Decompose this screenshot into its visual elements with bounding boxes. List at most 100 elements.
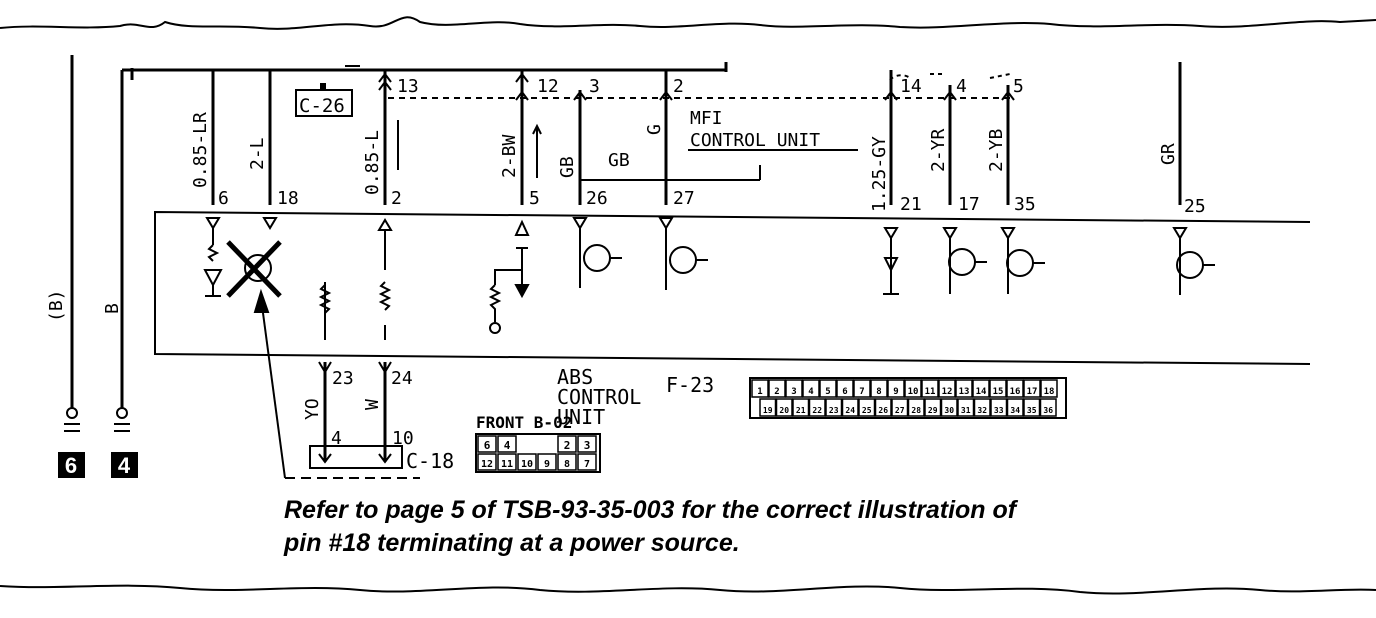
small-connector-bottom-pin-8-label: 8 bbox=[564, 459, 570, 470]
small-connector-top-pin-3-label: 3 bbox=[584, 439, 591, 452]
small-connector-top-pin-6-label: 6 bbox=[484, 439, 491, 452]
mfi-unit-label-2: CONTROL UNIT bbox=[690, 130, 820, 151]
f23-pin-36-label: 36 bbox=[1043, 406, 1053, 415]
abs-pin-24: 24 bbox=[391, 368, 413, 389]
mfi-pin-12: 12 bbox=[537, 76, 559, 97]
ground-badge-4 bbox=[111, 452, 138, 478]
f23-pin-23-cell bbox=[825, 398, 843, 417]
f23-pin-22-cell bbox=[808, 398, 826, 417]
front-label: FRONT B-02 bbox=[476, 413, 572, 432]
wire-label-b-paren: (B) bbox=[46, 289, 67, 322]
small-connector-bottom-pin-8-cell bbox=[557, 453, 577, 471]
f23-pin-27-label: 27 bbox=[895, 406, 905, 415]
torn-edge-top bbox=[0, 16, 1376, 30]
small-connector-bottom-pin-9-cell bbox=[537, 453, 557, 471]
f23-pin-21-cell bbox=[792, 398, 810, 417]
f23-connector-outline bbox=[749, 377, 1067, 419]
small-connector-bottom-pin-11-cell bbox=[497, 453, 517, 471]
mfi-pin-arrows bbox=[378, 72, 1015, 135]
wire-0.85-lr: 0.85-LR bbox=[190, 112, 211, 188]
small-connector-bottom-pin-11-label: 11 bbox=[501, 459, 513, 470]
f23-pin-19-label: 19 bbox=[763, 406, 773, 415]
small-connector-bottom-pin-12-cell bbox=[477, 453, 497, 471]
mfi-pin-3: 3 bbox=[589, 76, 600, 97]
f23-pin-33-label: 33 bbox=[994, 406, 1004, 415]
small-connector-top-pin-2-cell bbox=[557, 435, 577, 453]
f23-pin-7-cell bbox=[853, 379, 871, 398]
f23-pin-1-label: 1 bbox=[757, 387, 762, 397]
f23-pin-4-cell bbox=[802, 379, 820, 398]
wire-2-yb: 2-YB bbox=[986, 129, 1007, 172]
mfi-unit-label-1: MFI bbox=[690, 108, 723, 129]
f23-pin-25-cell bbox=[858, 398, 876, 417]
small-connector-top-pin-4-cell bbox=[497, 435, 517, 453]
f23-pin-10-label: 10 bbox=[908, 387, 919, 397]
correction-note: Refer to page 5 of TSB-93-35-003 for the… bbox=[284, 494, 1184, 560]
f23-pin-16-label: 16 bbox=[1010, 387, 1021, 397]
f23-label: F-23 bbox=[666, 373, 714, 397]
abs-pin-23: 23 bbox=[332, 368, 354, 389]
f23-pin-9-label: 9 bbox=[893, 387, 898, 397]
f23-pin-26-cell bbox=[874, 398, 892, 417]
f23-pin-24-label: 24 bbox=[845, 406, 855, 415]
c18-pin-arrows bbox=[318, 453, 392, 464]
abs-pin-27: 27 bbox=[673, 188, 695, 209]
wire-gb: GB bbox=[557, 156, 578, 178]
c26-label: C-26 bbox=[299, 95, 345, 117]
f23-pin-21-label: 21 bbox=[796, 406, 806, 415]
f23-pin-4-label: 4 bbox=[808, 387, 814, 397]
abs-pin-25: 25 bbox=[1184, 196, 1206, 217]
f23-pin-27-cell bbox=[891, 398, 909, 417]
c18-label: C-18 bbox=[406, 449, 454, 473]
abs-pin-2: 2 bbox=[391, 188, 402, 209]
wire-w: W bbox=[362, 399, 383, 410]
mfi-pin-2: 2 bbox=[673, 76, 684, 97]
f23-pin-24-cell bbox=[841, 398, 859, 417]
small-connector-top-pin-6-cell bbox=[477, 435, 497, 453]
note-line-1: Refer to page 5 of TSB-93-35-003 for the… bbox=[284, 496, 1017, 524]
f23-pin-3-cell bbox=[785, 379, 803, 398]
f23-pin-34-label: 34 bbox=[1010, 406, 1020, 415]
f23-pin-35-cell bbox=[1023, 398, 1041, 417]
f23-pin-30-cell bbox=[940, 398, 958, 417]
abs-pin-17: 17 bbox=[958, 194, 980, 215]
abs-pin-21: 21 bbox=[900, 194, 922, 215]
note-line-2: pin #18 terminating at a power source. bbox=[284, 529, 740, 557]
abs-pin-6: 6 bbox=[218, 188, 229, 209]
small-connector-top-pin-4-label: 4 bbox=[504, 439, 511, 452]
small-connector-bottom-pin-10-cell bbox=[517, 453, 537, 471]
abs-unit-label-3: UNIT bbox=[557, 405, 605, 429]
small-connector-bottom-pin-7-cell bbox=[577, 453, 597, 471]
f23-pin-12-label: 12 bbox=[942, 387, 953, 397]
f23-pin-28-label: 28 bbox=[911, 406, 921, 415]
f23-pin-8-label: 8 bbox=[876, 387, 881, 397]
f23-pin-31-label: 31 bbox=[961, 406, 971, 415]
abs-internal-components bbox=[203, 217, 1215, 340]
f23-pin-23-label: 23 bbox=[829, 406, 839, 415]
f23-pin-26-label: 26 bbox=[878, 406, 888, 415]
f23-pin-17-label: 17 bbox=[1027, 387, 1038, 397]
f23-pin-12-cell bbox=[938, 379, 956, 398]
wire-gr: GR bbox=[1158, 143, 1179, 165]
wire-2-yr: 2-YR bbox=[928, 128, 949, 172]
gb-branch-label: GB bbox=[608, 150, 630, 171]
wire-0.85-l: 0.85-L bbox=[362, 130, 383, 195]
ground-label-4: 4 bbox=[118, 453, 131, 478]
f23-pin-8-cell bbox=[870, 379, 888, 398]
mfi-pin-5: 5 bbox=[1013, 76, 1024, 97]
f23-pin-7-label: 7 bbox=[859, 387, 864, 397]
pin18-pointer-arrow bbox=[253, 288, 420, 479]
abs-pin-26: 26 bbox=[586, 188, 608, 209]
abs-unit-label-2: CONTROL bbox=[557, 385, 641, 409]
abs-unit-label-1: ABS bbox=[557, 365, 593, 389]
f23-pin-35-label: 35 bbox=[1027, 406, 1037, 415]
f23-pin-13-label: 13 bbox=[959, 387, 970, 397]
f23-pin-1-cell bbox=[751, 379, 769, 398]
f23-pin-5-cell bbox=[819, 379, 837, 398]
f23-pin-11-cell bbox=[921, 379, 939, 398]
mfi-pin-14: 14 bbox=[900, 76, 922, 97]
wire-g: G bbox=[644, 124, 665, 135]
f23-pin-19-cell bbox=[759, 398, 777, 417]
